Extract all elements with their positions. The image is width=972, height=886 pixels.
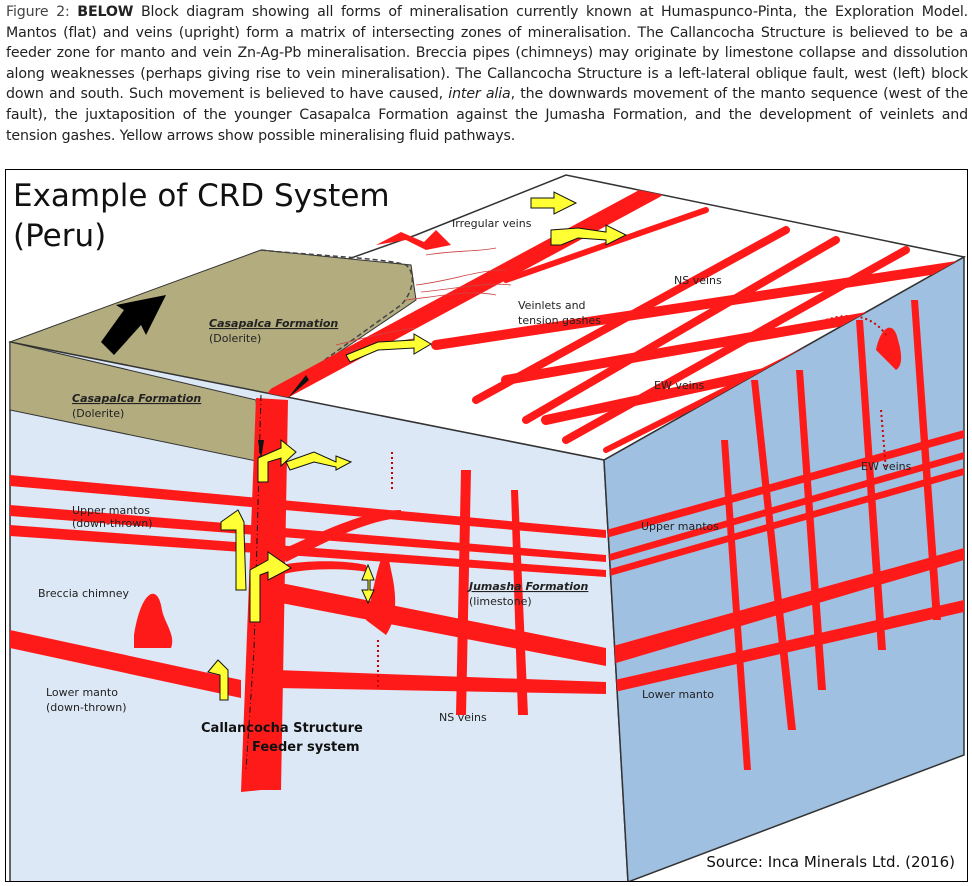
figure-label: Figure 2: [6,4,70,20]
breccia-chimney-center [366,553,396,635]
yellow-arrow-icon [530,191,578,215]
top-ew-vein-1 [431,260,964,350]
label-veinlets-2: tension gashes [518,314,601,327]
side-chimney [876,327,902,370]
black-arrow-icon [101,295,166,355]
diagram-title: Example of CRD System (Peru) [13,178,390,254]
block-diagram-canvas: Irregular veins NS veins Veinlets and te… [8,174,967,881]
top-veins [268,182,964,453]
label-ns-veins-top: NS veins [674,274,722,287]
label-casapalca-front-sub: (Dolerite) [72,407,124,420]
side-upper-manto-2 [606,452,964,562]
side-mineralisation [606,300,964,770]
crd-block-diagram: Irregular veins NS veins Veinlets and te… [5,169,968,882]
label-upper-mantos-side: Upper mantos [641,520,719,533]
caption-text-2: , the downwards movement of the manto se… [6,86,969,144]
label-jumasha: Jumasha Formation [467,580,589,593]
dotted-vein-side-2 [880,409,887,471]
label-ew-veins-side: EW veins [861,460,912,473]
yellow-arrow-icon [257,438,297,483]
front-mineralisation [10,398,606,792]
label-casapalca-front: Casapalca Formation [72,392,201,405]
front-face [9,341,629,881]
label-ns-veins-front: NS veins [439,711,487,724]
veinlets [335,247,512,353]
label-veinlets-1: Veinlets and [518,299,586,312]
feeder-branch [281,561,368,574]
top-ns-vein-2 [522,236,840,424]
feeder-structure [241,398,288,792]
side-vein-5 [911,300,941,620]
top-ns-vein-1 [472,226,790,404]
dotted-vein-side [825,315,887,336]
side-vein-2 [751,380,796,730]
ns-vein-1 [456,470,471,715]
casapalca-contact-line [260,249,414,396]
label-feeder-1: Callancocha Structure [201,721,363,736]
caption-italic: inter alia [448,86,511,103]
upper-manto-3 [10,525,606,577]
lower-manto-1 [10,630,241,698]
fault-arrows [258,375,309,460]
figure-caption: Figure 2: BELOW Block diagram showing al… [6,2,968,146]
breccia-chimney-left [134,593,173,648]
side-vein-3 [796,370,826,690]
caption-heading: BELOW [77,4,134,20]
source-credit: Source: Inca Minerals Ltd. (2016) [706,853,955,871]
label-lower-manto-front-1: Lower manto [46,686,118,699]
yellow-arrow-icon [550,224,628,246]
label-irregular-veins: Irregular veins [452,217,532,230]
upper-manto-1 [10,475,606,538]
label-feeder-2: Feeder system [252,740,360,755]
branch-vein [281,510,401,562]
yellow-arrow-icon [345,333,432,363]
label-upper-mantos-front-1: Upper mantos [72,504,150,517]
ns-vein-2 [511,490,528,715]
label-upper-mantos-front-2: (down-thrown) [72,517,153,530]
yellow-arrow-icon [361,563,375,605]
top-ns-vein-3 [562,246,910,444]
caption-text-1: Block diagram showing all forms of miner… [6,4,968,103]
yellow-arrow-icon [249,551,292,623]
label-breccia-chimney: Breccia chimney [38,587,130,600]
side-vein-4 [856,320,886,650]
side-vein-1 [721,440,751,770]
label-casapalca-top: Casapalca Formation [209,317,338,330]
label-lower-manto-side: Lower manto [642,688,714,701]
yellow-arrow-icon [207,659,229,701]
yellow-arrow-icon [285,451,353,471]
top-feeder-vein [268,182,664,403]
label-jumasha-sub: (limestone) [469,595,532,608]
label-lower-manto-front-2: (down-thrown) [46,701,127,714]
fluid-arrows [207,191,628,701]
label-ew-veins-top: EW veins [654,379,705,392]
label-casapalca-top-sub: (Dolerite) [209,332,261,345]
upper-manto-2 [10,505,606,562]
irregular-vein [376,230,451,250]
yellow-arrow-icon [220,509,247,591]
side-upper-manto-1 [606,430,964,538]
